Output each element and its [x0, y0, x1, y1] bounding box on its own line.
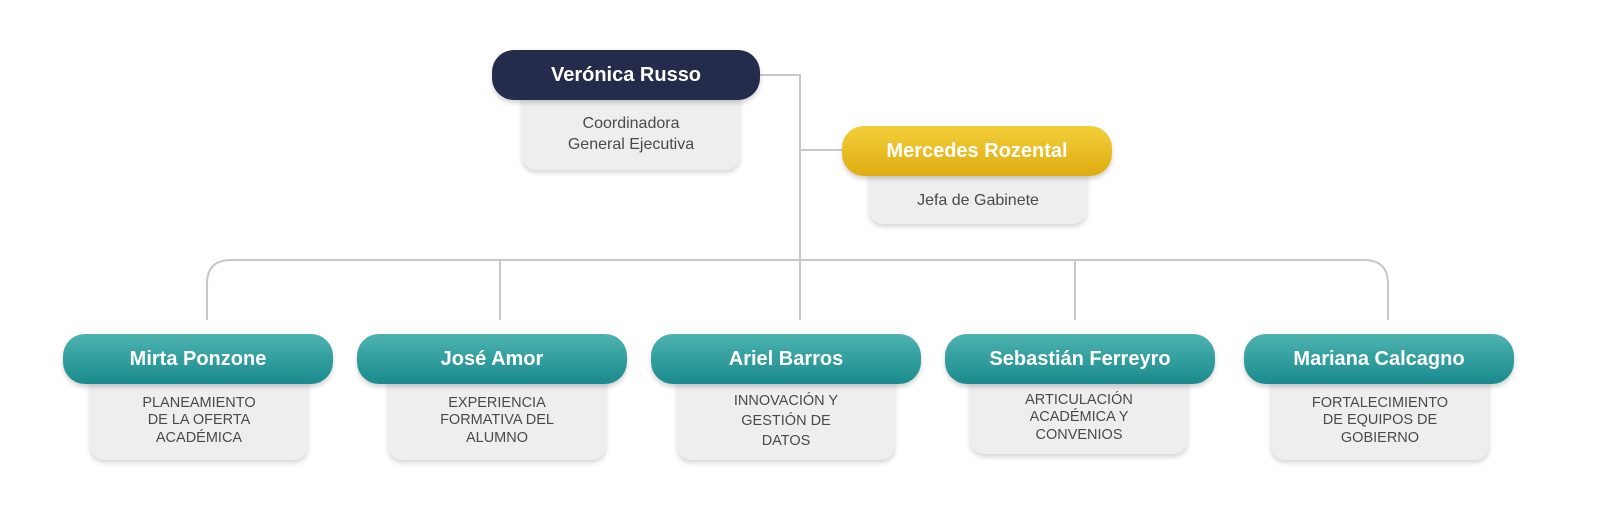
connector-coordinator-to-trunk [760, 74, 801, 258]
area-5-name: Mariana Calcagno [1244, 334, 1514, 384]
area-5-role-line-2: DE EQUIPOS DE [1322, 412, 1438, 429]
area-4-role-line-2: ACADÉMICA Y [1029, 409, 1129, 426]
area-5-role-line-1: FORTALECIMIENTO [1311, 394, 1449, 411]
chief-of-staff-name: Mercedes Rozental [842, 126, 1112, 176]
area-3-role-line-2: GESTIÓN DE [741, 413, 831, 429]
area-4-name: Sebastián Ferreyro [945, 334, 1215, 384]
area-3-role-line-3: DATOS [761, 433, 811, 449]
area-1-role-line-2: DE LA OFERTA [147, 412, 251, 429]
coordinator-role-line-2: General Ejecutiva [567, 136, 695, 153]
coordinator-name: Verónica Russo [492, 50, 760, 100]
node-area-5: Mariana Calcagno FORTALECIMIENTO DE EQUI… [1244, 334, 1514, 464]
node-area-3: Ariel Barros INNOVACIÓN Y GESTIÓN DE DAT… [651, 334, 921, 464]
area-2-role-line-3: ALUMNO [465, 429, 529, 446]
connector-horizontal-bus [206, 259, 1389, 320]
area-5-role-line-3: GOBIERNO [1340, 429, 1420, 446]
chief-of-staff-role: Jefa de Gabinete [917, 191, 1039, 209]
node-area-1: Mirta Ponzone PLANEAMIENTO DE LA OFERTA … [63, 334, 333, 464]
area-2-role-line-1: EXPERIENCIA [448, 394, 546, 411]
area-2-name: José Amor [357, 334, 627, 384]
area-4-role-line-1: ARTICULACIÓN [1025, 391, 1133, 408]
area-4-role-line-3: CONVENIOS [1035, 426, 1123, 443]
area-3-role-line-1: INNOVACIÓN Y [733, 393, 839, 409]
area-1-role-line-3: ACADÉMICA [155, 429, 243, 446]
area-5-role-card: FORTALECIMIENTO DE EQUIPOS DE GOBIERNO [1271, 372, 1489, 460]
node-coordinator: Verónica Russo Coordinadora General Ejec… [492, 50, 760, 170]
area-3-role-card: INNOVACIÓN Y GESTIÓN DE DATOS [677, 372, 895, 460]
node-area-2: José Amor EXPERIENCIA FORMATIVA DEL ALUM… [357, 334, 627, 464]
coordinator-role-card: Coordinadora General Ejecutiva [522, 88, 740, 170]
coordinator-role-line-1: Coordinadora [582, 115, 680, 132]
area-3-name: Ariel Barros [651, 334, 921, 384]
area-2-role-card: EXPERIENCIA FORMATIVA DEL ALUMNO [388, 372, 606, 460]
area-1-role-line-1: PLANEAMIENTO [142, 394, 256, 411]
area-1-role-card: PLANEAMIENTO DE LA OFERTA ACADÉMICA [90, 372, 308, 460]
area-2-role-line-2: FORMATIVA DEL [440, 412, 554, 429]
area-1-name: Mirta Ponzone [63, 334, 333, 384]
node-chief-of-staff: Mercedes Rozental Jefa de Gabinete [842, 126, 1112, 226]
area-4-role-card: ARTICULACIÓN ACADÉMICA Y CONVENIOS [970, 372, 1188, 454]
node-area-4: Sebastián Ferreyro ARTICULACIÓN ACADÉMIC… [945, 334, 1215, 464]
